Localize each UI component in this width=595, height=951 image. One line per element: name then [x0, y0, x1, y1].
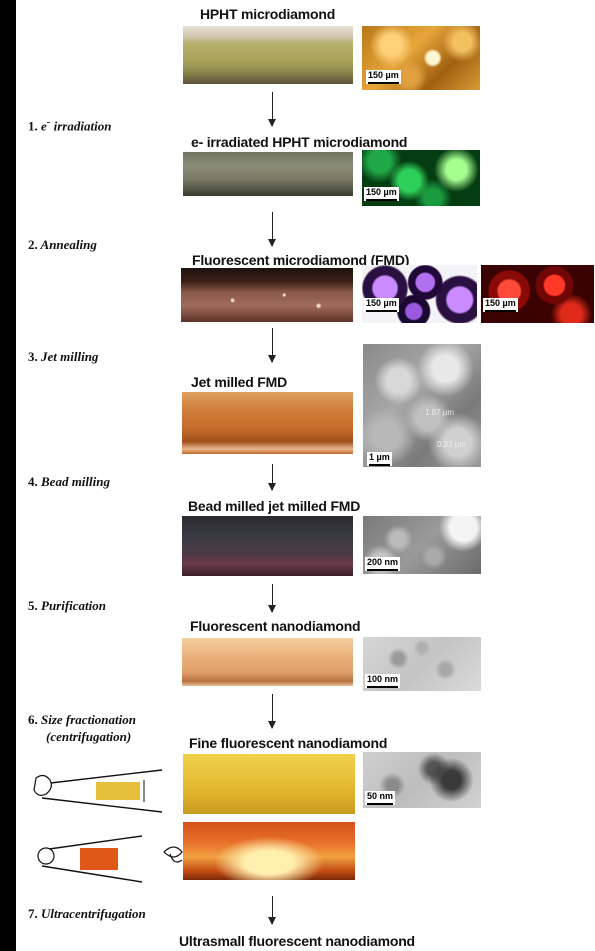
scalebar-eirr: 150 µm: [364, 187, 399, 201]
product-title-eirr: e- irradiated HPHT microdiamond: [191, 134, 407, 150]
step-5-label: 5. Purification: [28, 598, 106, 614]
arrow-step-5: [272, 584, 273, 612]
scalebar-bead: 200 nm: [365, 557, 400, 571]
arrow-step-2: [272, 212, 273, 246]
step-3-label: 3. Jet milling: [28, 349, 98, 365]
product-title-hpht: HPHT microdiamond: [200, 6, 335, 22]
step-6-sublabel: (centrifugation): [46, 729, 131, 745]
scalebar-fine: 50 nm: [365, 791, 395, 805]
photo-hpht-vial: [183, 26, 353, 84]
arrow-step-7: [272, 896, 273, 924]
photo-eirr-vial: [183, 152, 353, 196]
product-title-fine: Fine fluorescent nanodiamond: [189, 735, 387, 751]
scalebar-jet: 1 µm: [367, 452, 392, 466]
photo-fine-vial-2: [183, 822, 355, 880]
photo-fnd-vial: [182, 638, 353, 686]
arrow-step-3: [272, 328, 273, 362]
product-title-jet: Jet milled FMD: [191, 374, 287, 390]
micrograph-fmd-red: [481, 265, 594, 323]
arrow-step-6: [272, 694, 273, 728]
centrifuge-tube-sketch-2: [32, 832, 192, 886]
centrifuge-tube-sketch-1: [32, 768, 172, 814]
arrow-step-1: [272, 92, 273, 126]
photo-jet-vial: [182, 392, 353, 454]
step-6-label: 6. Size fractionation: [28, 712, 136, 728]
product-title-fnd: Fluorescent nanodiamond: [190, 618, 360, 634]
step-4-label: 4. Bead milling: [28, 474, 110, 490]
scalebar-hpht: 150 µm: [366, 70, 401, 84]
inset-label-jet-2: 0.22 µm: [437, 440, 466, 449]
micrograph-fmd-purple: [362, 265, 477, 323]
arrow-step-4: [272, 464, 273, 490]
photo-bead-vial: [182, 516, 353, 576]
product-title-bead: Bead milled jet milled FMD: [188, 498, 360, 514]
scalebar-fnd: 100 nm: [365, 674, 400, 688]
step-7-label: 7. Ultracentrifugation: [28, 906, 146, 922]
step-2-label: 2. Annealing: [28, 237, 97, 253]
photo-fine-vial: [183, 754, 355, 814]
product-title-ultra: Ultrasmall fluorescent nanodiamond: [179, 933, 415, 949]
photo-fmd-vial: [181, 268, 353, 322]
inset-label-jet-1: 1.87 µm: [425, 408, 454, 417]
step-1-label: 1. e- irradiation: [28, 116, 111, 134]
scalebar-fmd-1: 150 µm: [364, 298, 399, 312]
scalebar-fmd-2: 150 µm: [483, 298, 518, 312]
